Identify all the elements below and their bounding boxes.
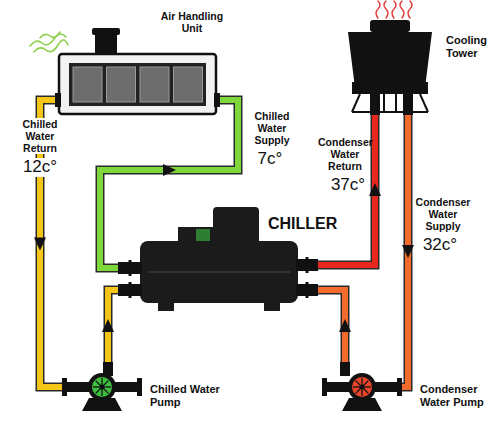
temperature-value: 7c°: [250, 150, 290, 169]
equipment-label: CHILLER: [268, 215, 363, 233]
pipe-label: Chilled Water Supply: [246, 110, 298, 146]
equipment-label: Cooling Tower: [446, 34, 498, 59]
chiller-foot: [158, 302, 174, 311]
equipment-label: Chilled Water Pump: [150, 383, 230, 408]
temperature-value: 37c°: [326, 176, 370, 195]
pump-flange: [137, 378, 142, 396]
pipe-flange: [214, 93, 220, 107]
tower-leg: [352, 111, 428, 113]
air-handling-unit-drawing: [55, 28, 220, 118]
ahu-inner: [69, 63, 206, 106]
filter-panel: [174, 67, 203, 102]
tower-body: [348, 32, 432, 88]
chilled-water-pump: Chilled Water Pump: [62, 362, 142, 412]
tower-leg: [420, 94, 428, 112]
nozzle-flange: [129, 260, 132, 276]
air-handling-unit: Air Handling Unit: [55, 28, 220, 118]
air-squiggle: [34, 40, 68, 52]
cooling-tower-drawing: [340, 20, 440, 115]
pipe-fill: [318, 115, 375, 265]
water-pipe: [318, 290, 351, 362]
pump-flange: [397, 378, 402, 396]
water-pipe: [318, 115, 381, 265]
flow-arrow: [339, 319, 351, 332]
pump-impeller: [352, 377, 372, 397]
nozzle-flange: [306, 257, 309, 273]
tower-basin: [352, 82, 428, 94]
impeller-hub: [100, 385, 105, 390]
ahu-casing: [59, 54, 216, 114]
pipe-label: Condenser Water Supply: [414, 196, 472, 232]
air-squiggle: [40, 32, 60, 38]
condenser-water-pump-drawing: [322, 362, 402, 412]
temperature-value: 32c°: [418, 236, 462, 255]
pipe-outline: [318, 290, 345, 362]
flow-arrow: [34, 238, 46, 251]
steam-line: [384, 1, 388, 18]
pipe-outline: [318, 115, 375, 265]
cooling-tower: Cooling Tower: [340, 20, 440, 115]
chilled-water-pump-drawing: [62, 362, 142, 412]
compressor: [213, 207, 259, 245]
flow-arrow: [102, 319, 114, 332]
steam-lines: [376, 1, 412, 18]
pipe-fill: [318, 290, 345, 362]
chiller-foot: [264, 302, 280, 311]
chiller: CHILLER: [118, 205, 318, 313]
steam-line: [408, 1, 412, 18]
pump-outlet: [340, 362, 350, 376]
equipment-label: Air Handling Unit: [159, 10, 225, 34]
filter-panel: [107, 67, 136, 102]
water-pipe: [102, 290, 118, 362]
pipe-stub: [403, 92, 413, 115]
tower-leg: [352, 94, 360, 112]
control-panel: [196, 229, 210, 241]
steam-line: [392, 1, 396, 18]
pump-impeller: [92, 377, 112, 397]
pipe-label: Chilled Water Return: [12, 118, 68, 154]
tower-leg: [395, 94, 397, 112]
impeller-hub: [360, 385, 365, 390]
nozzle-flange: [129, 282, 132, 298]
temperature-value: 12c°: [18, 158, 62, 177]
nozzle-flange: [306, 282, 309, 298]
fan-stack: [370, 20, 410, 32]
air-flow-squiggles: [30, 32, 68, 52]
filter-panel: [73, 67, 102, 102]
tower-leg: [383, 94, 385, 112]
equipment-label: Condenser Water Pump: [420, 383, 492, 408]
steam-line: [400, 1, 404, 18]
pipe-label: Condenser Water Return: [318, 136, 372, 172]
filter-panel: [140, 67, 169, 102]
pump-flange: [62, 378, 67, 396]
flow-arrow: [402, 245, 414, 258]
pipe-stub: [370, 92, 380, 115]
pipe-flange: [55, 93, 61, 107]
chiller-shell: [140, 241, 298, 303]
flow-arrow: [369, 183, 381, 196]
pump-casing: [348, 373, 376, 401]
flow-arrow: [163, 164, 176, 176]
control-box: [178, 227, 214, 243]
pump-casing: [88, 373, 116, 401]
steam-line: [376, 1, 380, 18]
air-squiggle: [30, 34, 66, 46]
water-pipe: [402, 115, 414, 387]
pump-flange: [322, 378, 327, 396]
condenser-water-pump: Condenser Water Pump: [322, 362, 402, 412]
duct: [95, 32, 117, 56]
shell-seam: [148, 271, 290, 273]
